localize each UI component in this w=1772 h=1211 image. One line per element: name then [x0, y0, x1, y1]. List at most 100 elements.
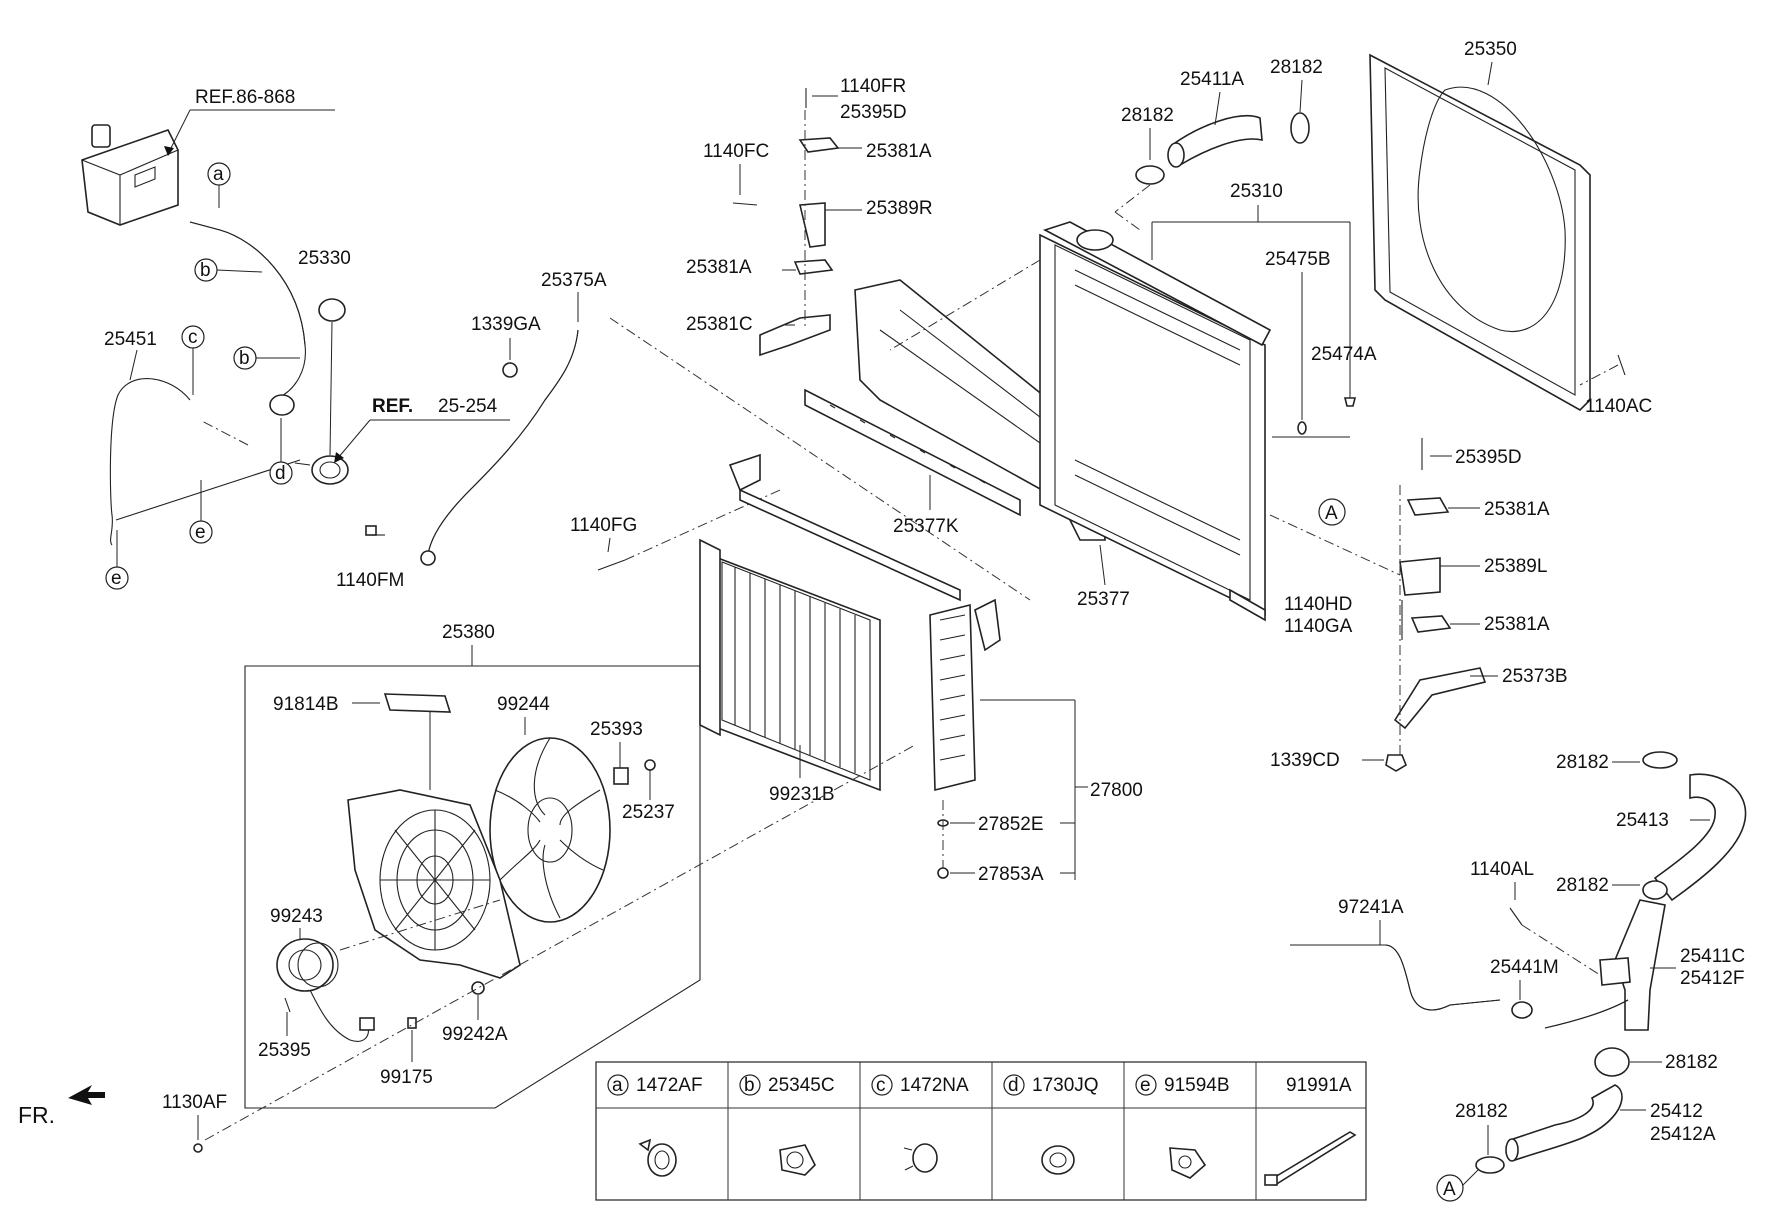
legend-part-d: 1730JQ — [1032, 1075, 1099, 1096]
part-28182-f-label: 28182 — [1455, 1101, 1508, 1122]
legend-letter-d — [1003, 1074, 1025, 1096]
fan-blade-99244 — [489, 737, 611, 923]
bolt-1140FM — [365, 525, 385, 536]
svg-text:e: e — [1140, 1075, 1151, 1096]
part-25310-label: 25310 — [1230, 181, 1283, 202]
part-1140FG-label: 1140FG — [570, 515, 637, 536]
part-99231B-label: 99231B — [769, 784, 835, 805]
pump-fitting — [294, 455, 349, 485]
svg-text:e: e — [111, 568, 122, 589]
part-1140AC-label: 1140AC — [1585, 396, 1652, 417]
part-27853A-label: 27853A — [978, 864, 1044, 885]
part-25377K-label: 25377K — [893, 516, 959, 537]
part-99244-label: 99244 — [497, 694, 550, 715]
part-27800-label: 27800 — [1090, 780, 1143, 801]
svg-text:d: d — [1008, 1075, 1019, 1096]
ref-86-868-label: REF.86-868 — [195, 87, 295, 108]
legend-letter-b — [739, 1074, 761, 1096]
part-91814B-label: 91814B — [273, 694, 339, 715]
svg-text:b: b — [744, 1075, 755, 1096]
svg-text:b: b — [200, 260, 211, 281]
legend-letter-e — [1135, 1074, 1157, 1096]
part-25350-label: 25350 — [1464, 39, 1517, 60]
front-arrow-icon — [68, 1085, 105, 1105]
svg-text:A: A — [1443, 1179, 1456, 1200]
part-25381A-r2-label: 25381A — [1484, 614, 1550, 635]
part-25330-label: 25330 — [298, 248, 351, 269]
grommet-icon — [1041, 1145, 1075, 1175]
part-1140HD-label: 1140HD — [1284, 594, 1352, 615]
callout-A-1: A — [1318, 498, 1346, 526]
reservoir-tank — [81, 124, 179, 226]
part-25412A-label: 25412A — [1650, 1124, 1716, 1145]
part-25475B-label: 25475B — [1265, 249, 1331, 270]
callout-b-2: b — [233, 346, 300, 370]
part-99242A-label: 99242A — [442, 1024, 508, 1045]
part-25474A-label: 25474A — [1311, 344, 1377, 365]
part-25381A-2-label: 25381A — [686, 257, 752, 278]
part-25381A-1-label: 25381A — [866, 141, 932, 162]
part-25377-label: 25377 — [1077, 589, 1130, 610]
part-28182-c-label: 28182 — [1556, 752, 1609, 773]
part-25373B-label: 25373B — [1502, 666, 1568, 687]
legend-part-b: 25345C — [768, 1075, 835, 1096]
svg-text:e: e — [195, 522, 206, 543]
part-25381C-label: 25381C — [686, 314, 753, 335]
part-25375A-label: 25375A — [541, 270, 607, 291]
callout-d: d — [269, 418, 293, 485]
part-25395-label: 25395 — [258, 1040, 311, 1061]
part-1140FR-label: 1140FR — [840, 76, 906, 97]
legend-part-a: 1472AF — [636, 1075, 703, 1096]
hose-25412 — [1505, 1084, 1623, 1162]
part-25411A-label: 25411A — [1180, 69, 1244, 90]
part-25413-label: 25413 — [1616, 810, 1669, 831]
legend-letter-a — [607, 1074, 629, 1096]
part-25395D-r-label: 25395D — [1455, 447, 1522, 468]
svg-text:a: a — [612, 1075, 623, 1096]
hose-clamp-icon — [638, 1138, 677, 1177]
intercooler-27800 — [929, 598, 1001, 792]
cable-tie-icon — [1264, 1131, 1357, 1187]
part-28182-b-label: 28182 — [1121, 105, 1174, 126]
hose-25411A — [1167, 115, 1263, 168]
front-direction-label: FR. — [18, 1102, 55, 1128]
part-25380-label: 25380 — [442, 622, 495, 643]
part-25237-label: 25237 — [622, 802, 675, 823]
part-25389L-label: 25389L — [1484, 556, 1547, 577]
part-25441M-label: 25441M — [1490, 957, 1559, 978]
fan-shroud-25380 — [347, 789, 521, 979]
fastener-legend-table: a 1472AF b 25345C c 1472NA d 1730JQ — [595, 1061, 1367, 1201]
part-99243-label: 99243 — [270, 906, 323, 927]
part-99175-label: 99175 — [380, 1067, 433, 1088]
part-97241A-label: 97241A — [1338, 897, 1404, 918]
legend-part-e: 91594B — [1164, 1075, 1230, 1096]
part-1140FM-label: 1140FM — [336, 570, 404, 591]
fan-shroud-25350 — [1369, 53, 1591, 411]
part-25393-label: 25393 — [590, 719, 643, 740]
part-25412F-label: 25412F — [1680, 968, 1744, 989]
clip-icon — [779, 1144, 816, 1176]
radiator-25310 — [1039, 221, 1272, 622]
legend-part-f: 91991A — [1286, 1075, 1352, 1096]
part-28182-a-label: 28182 — [1270, 57, 1323, 78]
legend-part-c: 1472NA — [900, 1075, 969, 1096]
ref-25-254-label-b: 25-254 — [438, 396, 498, 417]
connector-clip-icon — [1169, 1147, 1207, 1179]
pipe-25411C — [1544, 899, 1666, 1031]
part-25381A-r1-label: 25381A — [1484, 499, 1550, 520]
part-1339CD-label: 1339CD — [1270, 750, 1340, 771]
part-25395D-top-label: 25395D — [840, 102, 907, 123]
bracket-25377K — [804, 388, 1021, 517]
part-25411C-label: 25411C — [1680, 946, 1745, 967]
svg-text:c: c — [876, 1075, 886, 1096]
callout-c: c — [181, 325, 205, 395]
svg-text:a: a — [213, 164, 224, 185]
part-28182-d-label: 28182 — [1556, 875, 1609, 896]
part-1140FC-label: 1140FC — [703, 141, 769, 162]
svg-text:d: d — [275, 463, 286, 484]
part-25389R-label: 25389R — [866, 198, 933, 219]
part-28182-e-label: 28182 — [1665, 1052, 1718, 1073]
part-25451-label: 25451 — [104, 329, 157, 350]
callout-A-2: A — [1436, 1169, 1479, 1202]
